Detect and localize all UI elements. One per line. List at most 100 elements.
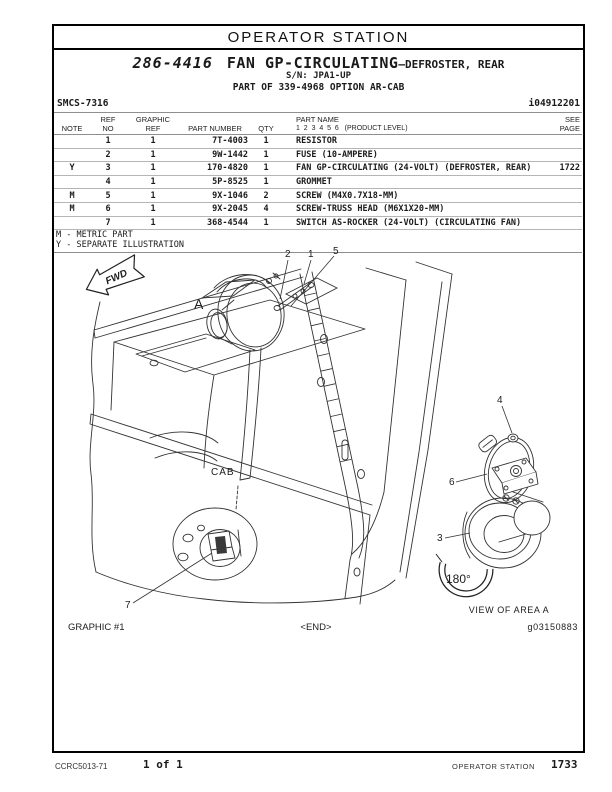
cell-part-number: 170-4820	[207, 163, 248, 174]
cell-note: M	[69, 204, 75, 215]
footnote-separate-illustration: Y - SEPARATE ILLUSTRATION	[56, 239, 184, 250]
leader-5	[290, 255, 335, 307]
callout-2: 2	[285, 249, 291, 260]
cell-qty: 1	[263, 149, 269, 160]
table-row: 4 1 5P-8525 1 GROMMET	[54, 176, 582, 190]
cell-part-name: GROMMET	[296, 177, 332, 188]
cell-note	[54, 135, 90, 148]
col-header-note: NOTE	[61, 123, 83, 133]
cell-part-number: 9W-1442	[212, 149, 248, 160]
cell-see-page	[550, 203, 582, 216]
cell-part-number: 7T-4003	[212, 136, 248, 147]
cell-see-page: 1722	[559, 163, 580, 174]
cell-part-number: 368-4544	[207, 217, 248, 228]
table-row: M 5 1 9X-1046 2 SCREW (M4X0.7X18-MM)	[54, 189, 582, 203]
cell-part-name: FAN GP-CIRCULATING (24-VOLT) (DEFROSTER,…	[296, 163, 532, 174]
footer-doc-code: CCRC5013-71	[55, 762, 108, 771]
cell-note	[54, 149, 90, 162]
callout-5: 5	[333, 246, 339, 257]
table-footnotes: M - METRIC PART Y - SEPARATE ILLUSTRATIO…	[54, 230, 582, 254]
cell-graphic-ref: 1	[150, 177, 156, 188]
cell-qty: 1	[263, 136, 269, 147]
cell-see-page	[550, 189, 582, 202]
cell-qty: 2	[263, 190, 269, 201]
cell-part-name: SWITCH AS-ROCKER (24-VOLT) (CIRCULATING …	[296, 217, 522, 228]
cell-ref-no: 2	[105, 149, 111, 160]
cell-part-number: 9X-1046	[212, 190, 248, 201]
cab-label: CAB	[211, 467, 235, 478]
section-header-title: OPERATOR STATION	[227, 28, 410, 46]
table-row: M 6 1 9X-2045 4 SCREW-TRUSS HEAD (M6X1X2…	[54, 203, 582, 217]
cell-qty: 1	[263, 177, 269, 188]
cell-graphic-ref: 1	[150, 190, 156, 201]
cell-part-name: SCREW (M4X0.7X18-MM)	[296, 190, 399, 201]
cell-see-page	[550, 135, 582, 148]
table-row: Y 3 1 170-4820 1 FAN GP-CIRCULATING (24-…	[54, 162, 582, 176]
cell-qty: 1	[263, 163, 269, 174]
cell-note: Y	[69, 163, 75, 174]
cell-qty: 4	[263, 204, 269, 215]
table-row: 7 1 368-4544 1 SWITCH AS-ROCKER (24-VOLT…	[54, 217, 582, 231]
graphic-number-label: GRAPHIC #1	[68, 622, 125, 633]
footnote-metric: M - METRIC PART	[56, 230, 133, 241]
rotation-angle-label: 180°	[446, 572, 471, 586]
cell-note	[54, 176, 90, 189]
cell-graphic-ref: 1	[150, 204, 156, 215]
title-part-number: 286-4416	[132, 54, 213, 72]
cell-part-name: RESISTOR	[296, 136, 337, 147]
leader-4	[501, 405, 513, 434]
table-row: 2 1 9W-1442 1 FUSE (10-AMPERE)	[54, 149, 582, 163]
cell-part-number: 5P-8525	[212, 177, 248, 188]
smcs-code: SMCS-7316	[57, 98, 109, 109]
graphic-image-id: g03150883	[528, 622, 578, 632]
area-a-label: A	[194, 296, 204, 312]
footer-section: OPERATOR STATION	[452, 762, 535, 771]
fwd-arrow: FWD	[85, 254, 145, 296]
document-id: i04912201	[528, 98, 580, 109]
leader-lines	[132, 255, 513, 604]
leader-7	[132, 552, 213, 604]
cell-graphic-ref: 1	[150, 217, 156, 228]
rotation-arc	[435, 553, 494, 598]
leader-1	[303, 259, 312, 285]
callout-4: 4	[497, 395, 503, 406]
footer-page-number: 1733	[551, 758, 578, 771]
cell-ref-no: 7	[105, 217, 111, 228]
end-marker: <END>	[300, 622, 332, 633]
callout-3: 3	[437, 533, 443, 544]
detail-view	[462, 433, 551, 569]
leader-2	[279, 259, 289, 300]
meta-row: SMCS-7316 i04912201	[57, 98, 580, 110]
title-text: FAN GP-CIRCULATING	[226, 54, 399, 72]
torn-bottom-edge	[95, 571, 396, 604]
col-header-part-number: PART NUMBER	[188, 123, 242, 133]
view-caption: VIEW OF AREA A	[469, 605, 549, 615]
cell-see-page	[550, 149, 582, 162]
cell-see-page	[550, 176, 582, 189]
cell-qty: 1	[263, 217, 269, 228]
cell-note: M	[69, 190, 75, 201]
section-header-bar: OPERATOR STATION	[54, 26, 583, 50]
cell-ref-no: 3	[105, 163, 111, 174]
callout-1: 1	[308, 249, 314, 260]
parts-illustration: FWD	[68, 246, 578, 633]
table-row: 1 1 7T-4003 1 RESISTOR	[54, 135, 582, 149]
cell-see-page	[550, 217, 582, 230]
cell-ref-no: 4	[105, 177, 111, 188]
col-header-qty: QTY	[258, 123, 274, 133]
illustration-area: FWD	[54, 242, 582, 642]
footer-page-count: 1 of 1	[143, 758, 183, 771]
cell-ref-no: 5	[105, 190, 111, 201]
cell-ref-no: 1	[105, 136, 111, 147]
cell-graphic-ref: 1	[150, 163, 156, 174]
cab-sketch	[89, 261, 453, 605]
cell-graphic-ref: 1	[150, 149, 156, 160]
torn-left-edge	[89, 301, 101, 573]
